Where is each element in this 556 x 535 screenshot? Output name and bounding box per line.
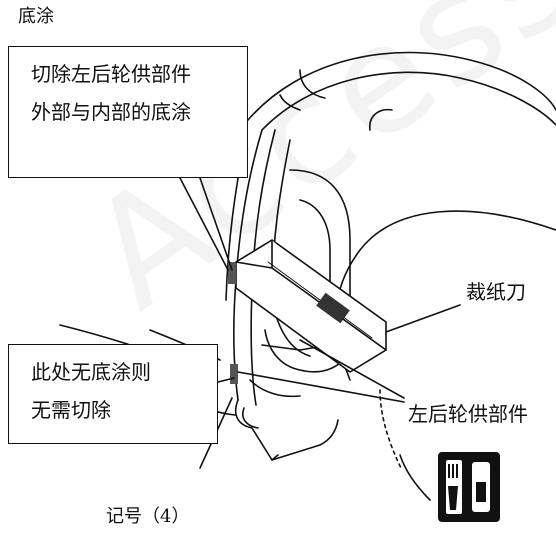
tire-outline bbox=[247, 51, 556, 121]
section-title: 底涂 bbox=[18, 6, 54, 27]
callout-bottom-line1: 此处无底涂则 bbox=[31, 360, 151, 384]
leader-top-2 bbox=[199, 177, 233, 271]
callout-top-line1: 切除左后轮供部件 bbox=[31, 62, 191, 86]
bottom-bracket bbox=[234, 399, 339, 461]
leader-top bbox=[179, 177, 229, 271]
label-cutter: 裁纸刀 bbox=[466, 280, 526, 304]
leader-part-1 bbox=[237, 371, 405, 403]
callout-bottom-line2: 无需切除 bbox=[31, 398, 111, 422]
leader-bottom-box bbox=[217, 377, 235, 383]
cutter-tool-icon bbox=[438, 452, 500, 522]
callout-bottom: 此处无底涂则 无需切除 bbox=[8, 344, 218, 444]
callout-top-line2: 外部与内部的底涂 bbox=[31, 100, 191, 124]
leader-cutter bbox=[385, 304, 461, 333]
leader-part-2 bbox=[299, 339, 405, 399]
cutter-blade bbox=[235, 239, 387, 373]
tire-tread-inner bbox=[261, 71, 556, 131]
label-part: 左后轮供部件 bbox=[408, 402, 528, 426]
label-mark: 记号（4） bbox=[106, 506, 190, 527]
callout-top: 切除左后轮供部件 外部与内部的底涂 bbox=[8, 46, 248, 178]
